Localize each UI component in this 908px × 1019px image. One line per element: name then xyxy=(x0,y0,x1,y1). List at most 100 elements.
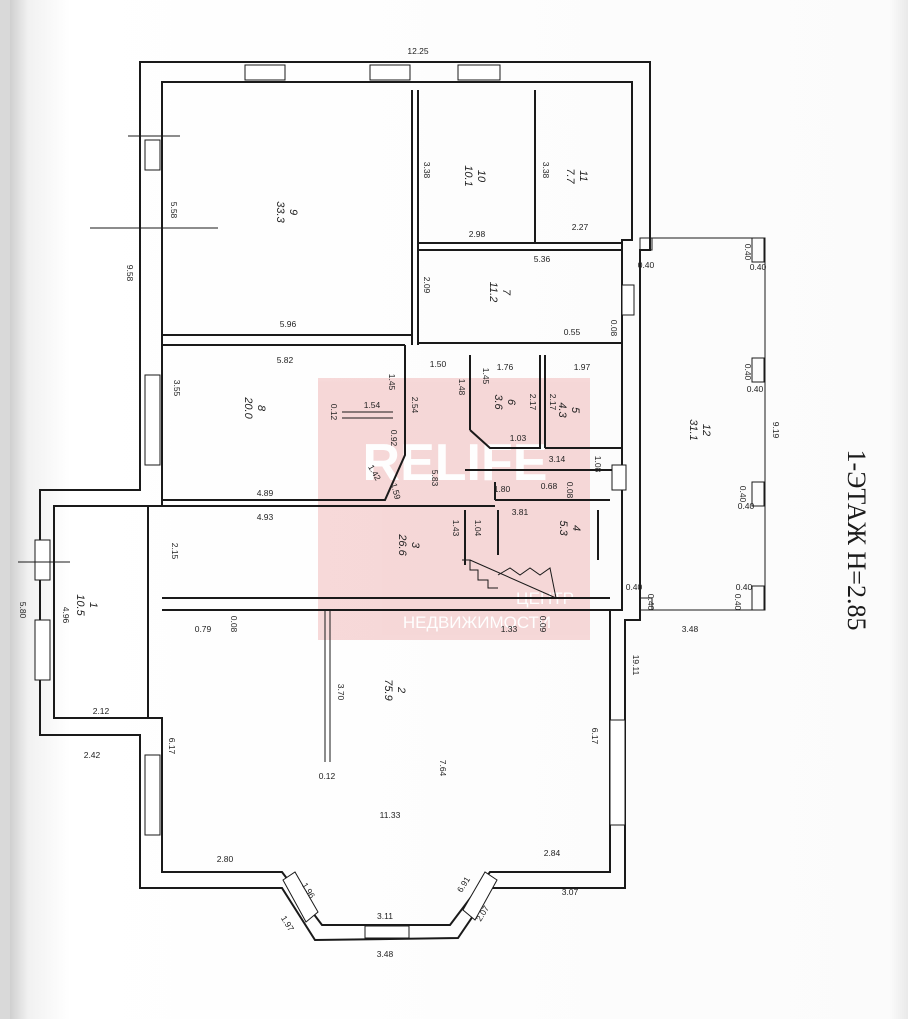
dimension-label: 3.55 xyxy=(172,380,182,397)
dimension-label: 2.15 xyxy=(170,543,180,560)
room-5-number: 5 xyxy=(569,407,581,414)
floor-title-text: 1-ЭТАЖ Н=2.85 xyxy=(842,450,871,631)
dimension-label: 2.42 xyxy=(84,750,101,760)
dimension-label: 6.17 xyxy=(167,738,177,755)
dimension-label: 3.11 xyxy=(377,911,393,921)
dimension-label: 0.40 xyxy=(738,486,748,503)
dimension-label: 1.03 xyxy=(510,433,527,443)
dimension-label: 0.40 xyxy=(733,594,743,611)
dimension-label: 0.40 xyxy=(646,594,656,611)
room-11-number: 11 xyxy=(577,170,589,181)
dimension-label: 0.08 xyxy=(565,482,575,499)
dimension-label: 2.84 xyxy=(544,848,561,858)
window xyxy=(282,871,319,923)
room-7-number: 7 xyxy=(500,289,512,296)
dimension-label: 3.48 xyxy=(377,949,394,959)
dimension-label: 1.45 xyxy=(481,368,491,385)
room-12-number: 12 xyxy=(700,424,712,436)
dimension-label: 1.50 xyxy=(430,359,447,369)
dimension-label: 0.12 xyxy=(329,404,339,421)
window xyxy=(144,374,161,466)
dimension-label: 12.25 xyxy=(407,46,429,56)
dimension-label: 0.40 xyxy=(747,384,764,394)
window xyxy=(621,284,635,316)
dimension-label: 5.80 xyxy=(18,602,28,619)
window xyxy=(609,719,626,826)
dimension-label: 1.97 xyxy=(279,914,296,934)
windows xyxy=(18,64,635,939)
terrace xyxy=(639,237,766,611)
dimension-label: 1.48 xyxy=(457,379,467,396)
window xyxy=(364,925,410,939)
dimension-label: 2.27 xyxy=(572,222,589,232)
room-2-number: 2 xyxy=(395,686,407,693)
dimension-label: 0.79 xyxy=(195,624,212,634)
dimension-label: 3.38 xyxy=(422,162,432,179)
room-1-number: 1 xyxy=(87,602,99,608)
dimension-label: 0.40 xyxy=(738,501,755,511)
dimension-label: 4.89 xyxy=(257,488,274,498)
room-3-number: 3 xyxy=(409,542,421,549)
room-2-area: 75.9 xyxy=(382,679,394,700)
dimension-label: 5.83 xyxy=(430,470,440,487)
window xyxy=(244,64,286,81)
dimension-label: 2.12 xyxy=(93,706,110,716)
dimension-label: 19.11 xyxy=(631,655,641,676)
dimension-label: 6.91 xyxy=(455,875,472,895)
dimension-label: 0.55 xyxy=(564,327,581,337)
dimension-label: 2.17 xyxy=(528,394,538,411)
dimension-label: 3.48 xyxy=(682,624,699,634)
dimension-label: 0.08 xyxy=(609,320,619,337)
dimension-label: 2.98 xyxy=(469,229,486,239)
dimension-label: 3.14 xyxy=(549,454,566,464)
dimension-label: 3.07 xyxy=(562,887,579,897)
dimension-label: 9.58 xyxy=(125,265,135,282)
dimension-label: 0.08 xyxy=(229,616,239,633)
dimension-label: 3.38 xyxy=(541,162,551,179)
room-1-area: 10.5 xyxy=(74,594,86,616)
room-6-area: 3.6 xyxy=(492,394,504,410)
dimension-label: 1.33 xyxy=(501,624,518,634)
dimension-label: 4.96 xyxy=(61,607,71,624)
dimension-label: 2.17 xyxy=(548,394,558,411)
room-10-number: 10 xyxy=(475,170,487,183)
dimension-label: 1.54 xyxy=(364,400,381,410)
room-8-area: 20.0 xyxy=(242,396,254,419)
floor-title: 1-ЭТАЖ Н=2.85 xyxy=(842,450,871,631)
dimension-label: 5.82 xyxy=(277,355,294,365)
watermark-line2: НЕДВИЖИМОСТИ xyxy=(403,613,551,632)
dimension-label: 2.09 xyxy=(422,277,432,294)
interior-walls xyxy=(147,90,622,762)
window xyxy=(462,871,498,921)
room-4-number: 4 xyxy=(570,525,582,531)
dimension-label: 0.40 xyxy=(743,244,753,261)
dimension-label: 0.12 xyxy=(319,771,336,781)
window xyxy=(611,464,627,491)
dimension-label: 0.68 xyxy=(541,481,558,491)
dimension-label: 1.97 xyxy=(574,362,591,372)
dimension-label: 0.40 xyxy=(626,582,643,592)
dimension-label: 5.96 xyxy=(280,319,297,329)
dimension-label: 3.70 xyxy=(336,684,346,701)
dimension-label: 0.09 xyxy=(538,616,548,633)
room-9-number: 9 xyxy=(287,209,299,215)
dimension-label: 11.33 xyxy=(380,810,401,820)
dimension-labels: 12.25 9.58 5.58 5.96 3.38 2.98 3.38 2.27… xyxy=(18,46,781,959)
dimension-label: 0.40 xyxy=(743,364,753,381)
room-3-area: 26.6 xyxy=(396,533,408,556)
room-4-area: 5.3 xyxy=(557,520,569,536)
room-10-area: 10.1 xyxy=(462,165,474,186)
window xyxy=(457,64,501,81)
dimension-label: 1.80 xyxy=(494,484,511,494)
dimension-label: 5.36 xyxy=(534,254,551,264)
staircase xyxy=(462,559,557,599)
room-9-area: 33.3 xyxy=(274,201,286,223)
dimension-label: 1.59 xyxy=(389,482,403,501)
room-5-area: 4.3 xyxy=(556,402,568,418)
dimension-label: 0.40 xyxy=(736,582,753,592)
dimension-label: 1.04 xyxy=(473,520,483,537)
watermark: RELIFE ЦЕНТР НЕДВИЖИМОСТИ xyxy=(318,378,590,640)
window xyxy=(34,619,51,681)
room-7-area: 11.2 xyxy=(487,282,499,303)
